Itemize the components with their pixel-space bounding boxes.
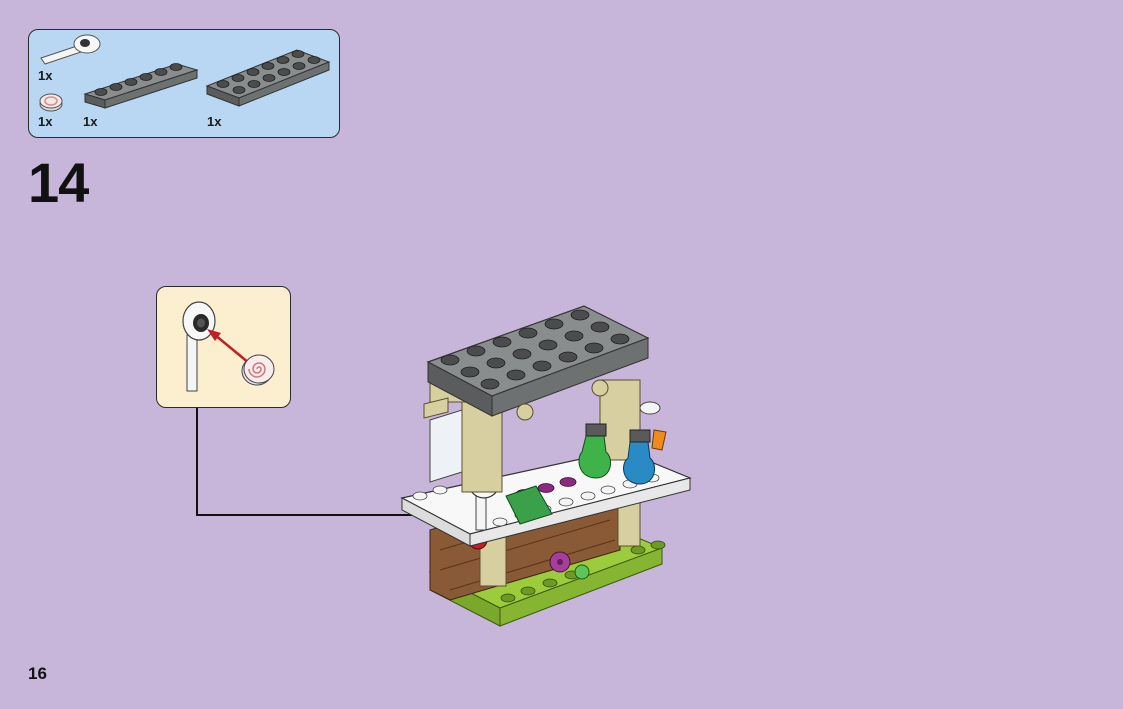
lever-piece-quantity: 1x [38,68,53,83]
plate-2x6-icon [205,49,331,107]
sub-assembly-callout [156,286,291,408]
swirl-tile-icon [39,93,63,112]
market-stall-model [400,305,692,627]
plate-2x6-quantity: 1x [207,114,222,129]
green-bottle-icon [578,423,612,479]
swirl-tile-quantity: 1x [38,114,53,129]
plate-1x6-quantity: 1x [83,114,98,129]
lollipop-assembly-icon [182,301,275,392]
page-number: 16 [28,664,47,683]
blue-bottle-icon [623,429,656,485]
step-number: 14 [28,151,89,214]
parts-list-box: 1x 1x 1x [28,29,340,138]
plate-1x6-icon [83,63,199,109]
lever-piece-icon [40,34,101,65]
purple-flower-icon [549,551,571,573]
